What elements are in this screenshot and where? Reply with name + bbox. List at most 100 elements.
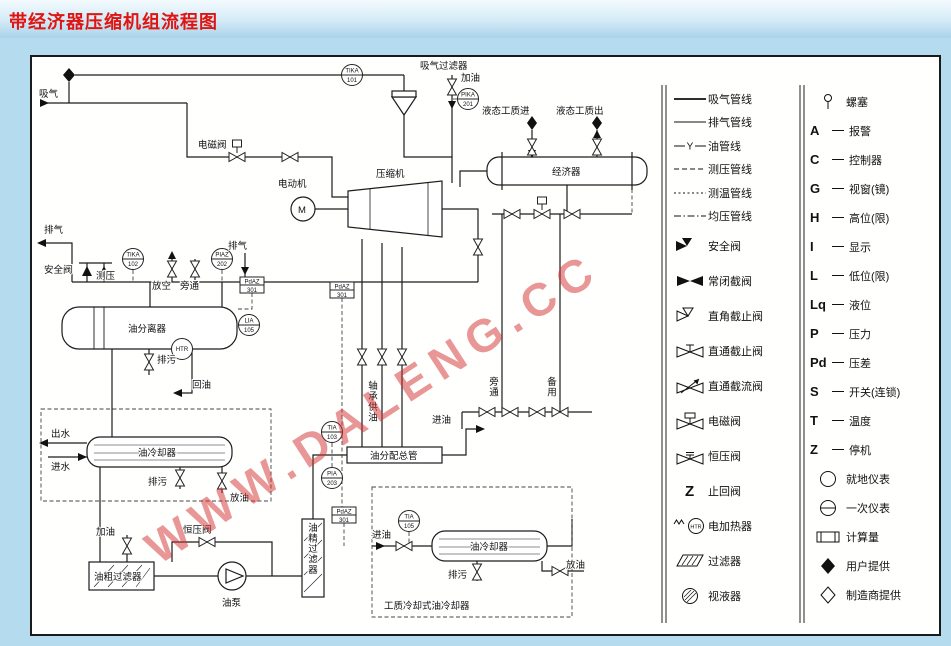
legend-label: 开关(连锁) (849, 386, 901, 399)
legend-dash (832, 449, 844, 450)
diagram-label: 放油 (230, 492, 249, 504)
flow-arrow (593, 130, 601, 138)
legend-item: 测压管线 (672, 158, 798, 182)
oil-pump (217, 561, 247, 591)
legend-label: 止回阀 (708, 485, 741, 498)
user-supply-marker (63, 68, 75, 82)
diamond-filled-icon (810, 557, 846, 575)
legend-code: S (810, 384, 819, 399)
diagram-label: 油冷却器 (138, 447, 177, 459)
legend-code: G (810, 181, 821, 196)
circle-line-icon (810, 499, 846, 517)
instrument-code: LIA (244, 319, 253, 325)
valve-throttle-icon (672, 377, 708, 395)
line-dashdot-icon (672, 207, 708, 225)
legend-item: 就地仪表 (810, 464, 938, 493)
safety-valve-icon (99, 266, 109, 276)
valve-solenoid-icon (672, 412, 708, 430)
legend-item: 排气管线 (672, 111, 798, 135)
diagram-label: 排气 (44, 224, 64, 236)
diagram-label: 油精过滤器 (308, 522, 318, 576)
legend-label: 直通截止阀 (708, 345, 763, 358)
line-solid2-icon (672, 113, 708, 131)
diagram-label: 电动机 (278, 178, 307, 190)
diagram-label: 吸气 (39, 88, 59, 100)
diagram-label: 轴承供油 (368, 380, 378, 424)
stop-valve-icon (526, 138, 538, 156)
diagram-label: 液态工质出 (556, 105, 604, 117)
diagram-label: 液态工质进 (482, 105, 530, 117)
legend-item: 直角截止阀 (672, 298, 798, 333)
legend-label: 安全阀 (708, 240, 741, 253)
legend-label: 低位(限) (849, 270, 890, 283)
legend-item: 均压管线 (672, 205, 798, 229)
legend-label: 恒压阀 (708, 450, 741, 463)
flow-arrow (168, 251, 176, 259)
instrument-code: PdAZ (244, 280, 259, 286)
instrument-code: TIKA (345, 69, 358, 75)
legend-label: 报警 (849, 125, 871, 138)
plug-icon (810, 93, 846, 111)
stop-valve-icon (472, 238, 484, 256)
circle-icon (810, 470, 846, 488)
safety-valve-icon (82, 266, 92, 276)
instrument-code: PIA (327, 472, 337, 478)
diagram-label: 加油 (461, 72, 480, 84)
diagram-label: 排污 (157, 354, 177, 366)
diagram-label: 恒压阀 (183, 524, 212, 536)
oil-cooler-2 (431, 530, 548, 562)
diagram-label: 旁通 (180, 280, 200, 292)
legend-label: 液位 (849, 299, 871, 312)
stop-valve-icon (281, 151, 299, 163)
diagram-label: 排污 (448, 569, 468, 581)
legend-dash (832, 420, 844, 421)
legend-dash (832, 362, 844, 363)
legend-label: 控制器 (849, 154, 882, 167)
instrument-code: HTR (176, 347, 189, 353)
instrument-number: 201 (463, 102, 474, 108)
sightglass-icon (672, 587, 708, 605)
stop-valve-icon (446, 78, 458, 96)
valve-angle-icon (672, 307, 708, 325)
flow-arrow (40, 99, 49, 107)
flow-arrow (241, 267, 249, 275)
svg-text:Y: Y (687, 141, 694, 152)
instrument-number: 203 (327, 481, 338, 487)
legend-item: 直通截止阀 (672, 333, 798, 368)
motor (290, 196, 316, 222)
diagram-label: 排气 (228, 240, 248, 252)
legend-label: 排气管线 (708, 117, 752, 130)
legend-item: 安全阀 (672, 228, 798, 263)
legend-item: 恒压阀 (672, 438, 798, 473)
instrument-number: 103 (327, 435, 338, 441)
line-solid-icon (672, 90, 708, 108)
legend-code: Pd (810, 355, 827, 370)
legend-item: 螺塞 (810, 87, 938, 116)
diagram-label: 排污 (148, 476, 168, 488)
equipment (61, 90, 648, 598)
legend-label: 一次仪表 (846, 502, 890, 515)
legend-code: H (810, 210, 820, 225)
diagram-label: 油泵 (222, 597, 242, 609)
diagram-label: 测压 (96, 271, 116, 282)
pid-diagram: TIKA101PIKA201TIKA102PIAZ202LIA105HTRTIA… (37, 59, 805, 623)
check-z-icon: Z (672, 482, 708, 500)
legend-dash (832, 217, 844, 218)
instrument-number: 101 (347, 78, 358, 84)
diagram-label: 放空 (152, 280, 171, 292)
stop-valve-icon (528, 406, 546, 418)
flow-arrow (376, 542, 385, 550)
diagram-label: 电磁阀 (198, 139, 227, 151)
